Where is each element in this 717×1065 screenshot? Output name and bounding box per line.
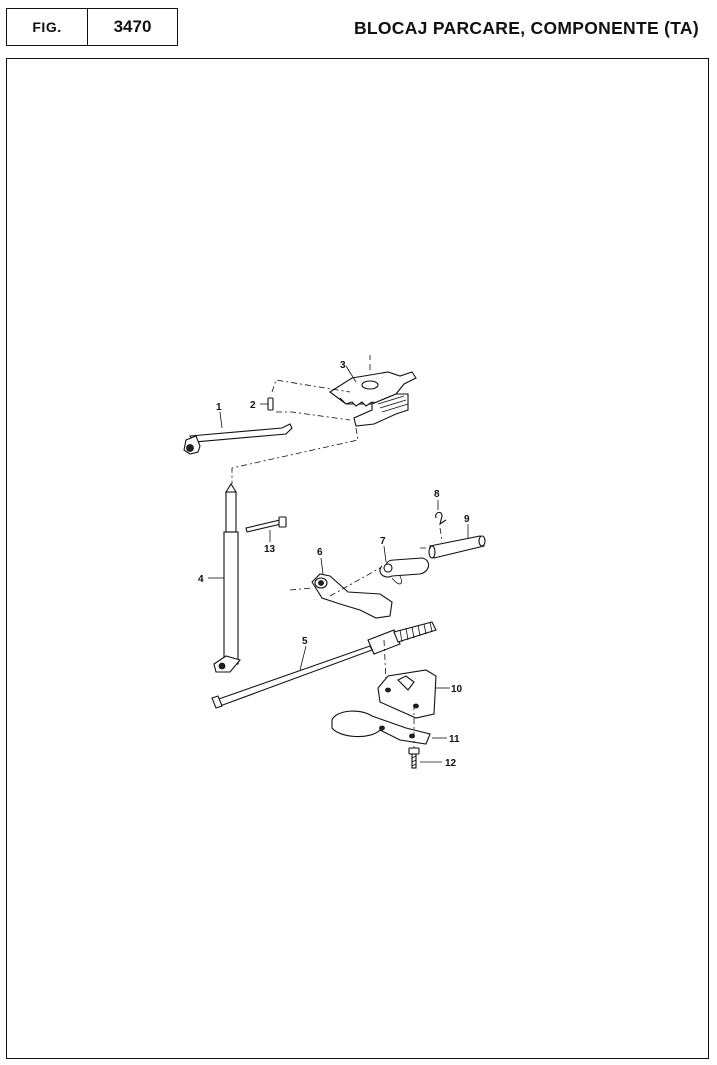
callout-1: 1 — [216, 402, 222, 413]
callout-10: 10 — [451, 684, 463, 695]
callout-8: 8 — [434, 489, 440, 500]
callout-9: 9 — [464, 514, 470, 525]
callout-3: 3 — [340, 360, 346, 371]
part-6-lever — [311, 573, 393, 619]
assembly-lines — [231, 379, 443, 748]
figure-id-box: FIG. 3470 — [6, 8, 178, 46]
part-8-clip — [435, 511, 447, 526]
callout-labels: 1 2 3 4 5 6 7 8 9 10 11 12 13 — [198, 360, 470, 769]
part-7-spring — [379, 557, 430, 585]
part-1-rod — [183, 423, 293, 455]
callout-13: 13 — [264, 544, 276, 555]
callout-6: 6 — [317, 547, 323, 558]
figure-label: FIG. — [7, 9, 88, 45]
callout-2: 2 — [250, 400, 256, 411]
callout-12: 12 — [445, 758, 457, 769]
part-13-bolt — [245, 516, 287, 533]
part-11-plate — [331, 710, 431, 745]
callout-11: 11 — [449, 734, 460, 745]
diagram-frame — [6, 58, 709, 1059]
part-10-bracket — [377, 669, 437, 719]
part-2-pin — [267, 397, 274, 411]
callout-leaders — [208, 365, 469, 763]
callout-7: 7 — [380, 536, 386, 547]
figure-number: 3470 — [113, 17, 152, 36]
part-4-shaft — [213, 482, 241, 673]
part-9-shaft — [428, 535, 486, 559]
callout-5: 5 — [302, 636, 308, 647]
page-title: BLOCAJ PARCARE, COMPONENTE (TA) — [353, 18, 699, 38]
callout-4: 4 — [198, 574, 204, 585]
part-3-lock-plate — [329, 355, 417, 427]
part-12-screw — [408, 747, 420, 769]
